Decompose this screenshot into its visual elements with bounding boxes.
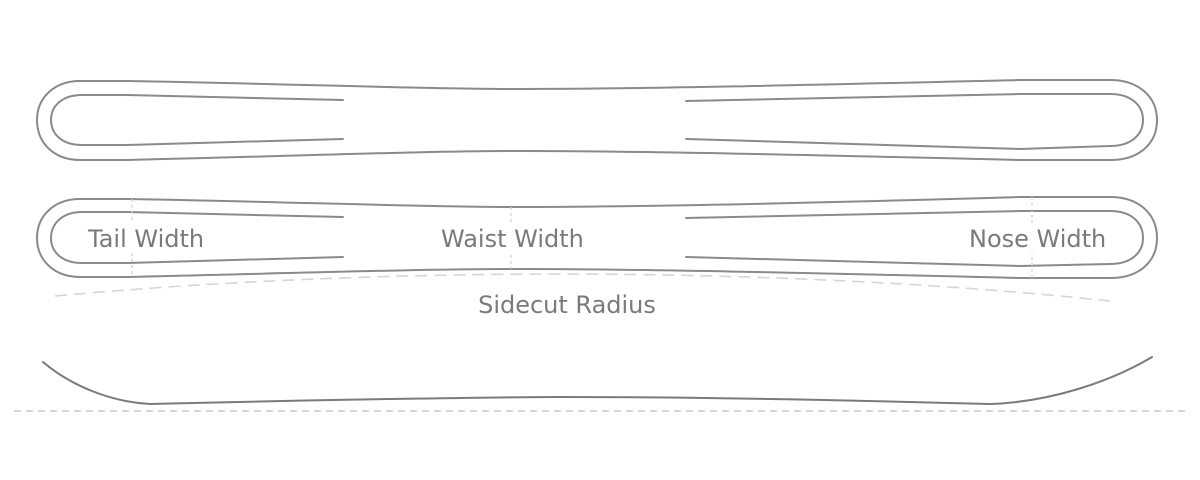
ski-profile-line bbox=[42, 356, 1153, 406]
nose-width-label: Nose Width bbox=[969, 225, 1106, 253]
ski-inner-tail-top bbox=[49, 94, 344, 146]
ski-outline-top bbox=[36, 79, 1158, 161]
ski-inner-tail-middle bbox=[49, 211, 344, 264]
tail-width-label: Tail Width bbox=[87, 225, 204, 253]
ski-top-view-plain bbox=[36, 79, 1158, 161]
sidecut-radius-label: Sidecut Radius bbox=[478, 291, 656, 319]
ski-inner-nose-middle bbox=[685, 210, 1145, 268]
ski-inner-nose-top bbox=[685, 93, 1145, 151]
ski-outline-middle bbox=[36, 196, 1158, 279]
waist-width-label: Waist Width bbox=[441, 225, 584, 253]
ski-side-profile bbox=[14, 356, 1188, 412]
ski-top-view-dimensions: Tail Width Waist Width Nose Width Sidecu… bbox=[36, 196, 1158, 319]
